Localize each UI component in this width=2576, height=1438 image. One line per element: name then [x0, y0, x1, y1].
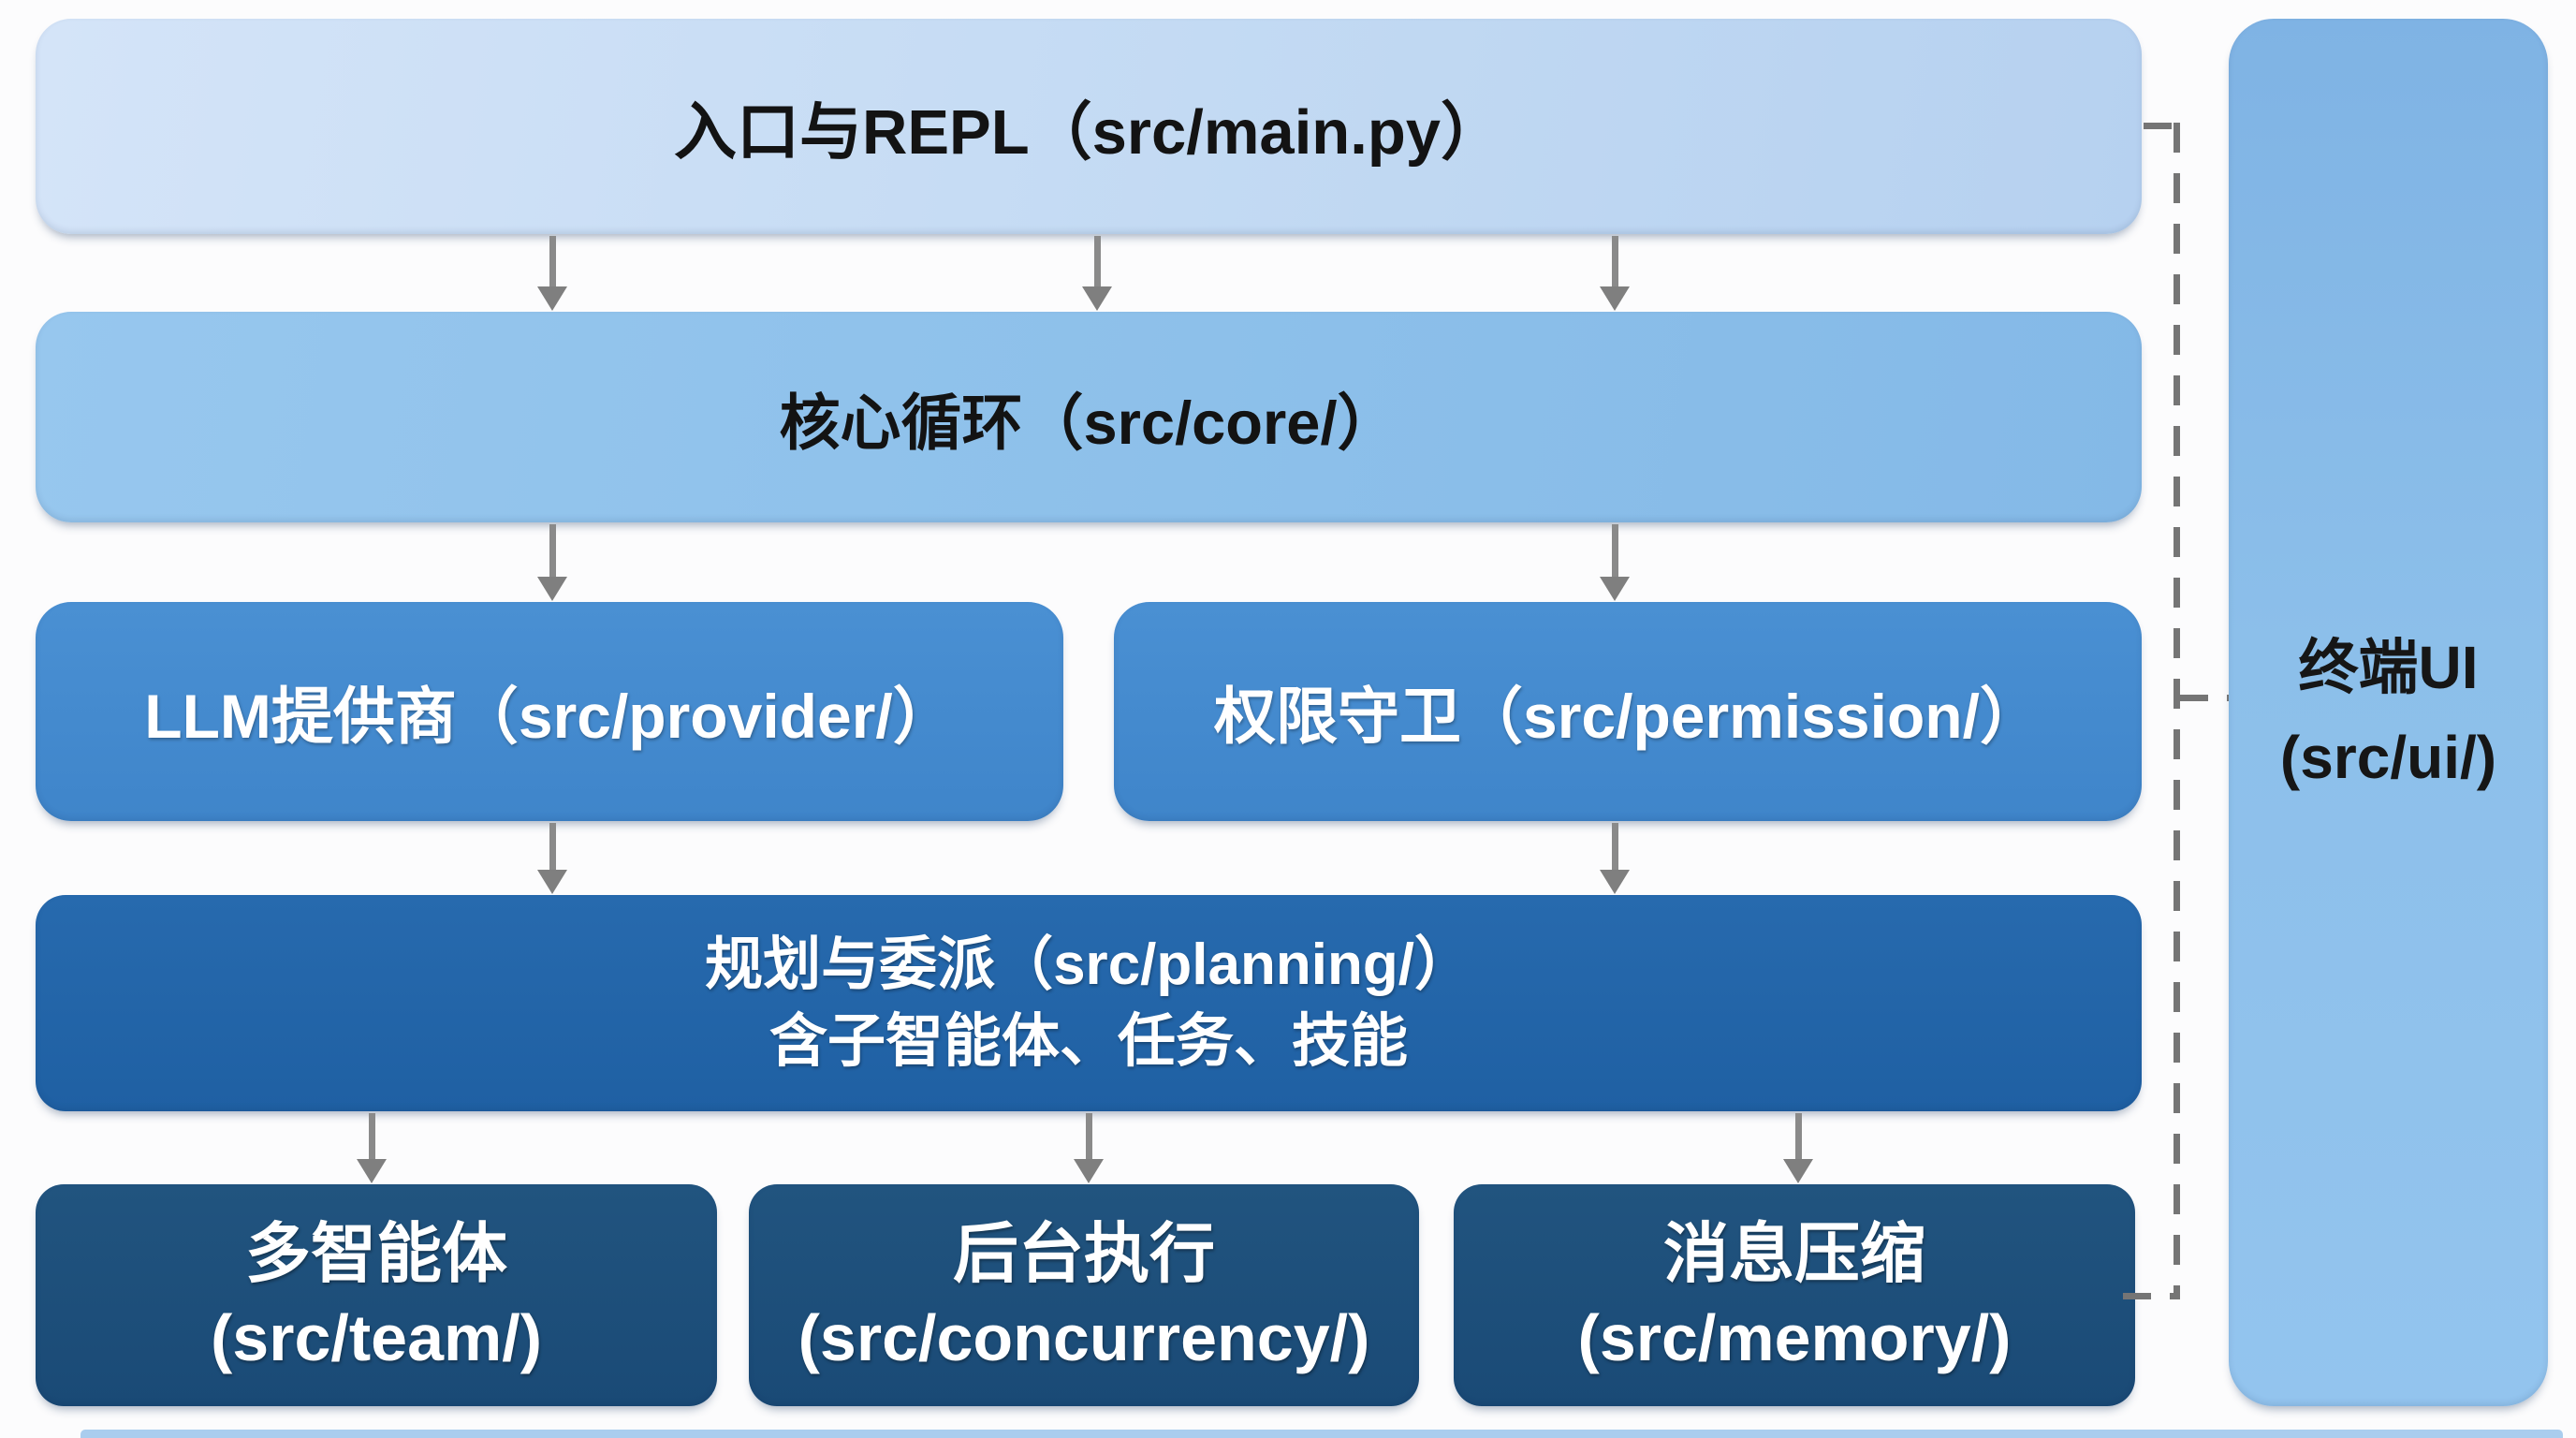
- arrow-down-icon: [357, 1159, 387, 1183]
- node-background-execution-line1: 后台执行: [953, 1216, 1215, 1290]
- arrow-stem: [1611, 524, 1618, 577]
- node-planning-delegation-line2: 含子智能体、任务、技能: [768, 1008, 1408, 1074]
- arrow-down-icon: [1074, 1159, 1104, 1183]
- arrow-stem: [549, 236, 556, 286]
- dashed-connector-terminal-ui-stub: [2180, 695, 2229, 701]
- arrow-down-icon: [1082, 286, 1112, 311]
- arrow-planning-to-team: [357, 1113, 387, 1183]
- arrow-stem: [1611, 823, 1618, 870]
- dashed-connector-memory-stub: [2123, 1293, 2179, 1299]
- node-background-execution: 后台执行 (src/concurrency/): [749, 1184, 1419, 1406]
- node-terminal-ui-line2: (src/ui/): [2279, 724, 2497, 791]
- node-multi-agent-line1: 多智能体: [245, 1216, 507, 1290]
- node-multi-agent-line2: (src/team/): [210, 1300, 543, 1374]
- arrow-stem: [1093, 236, 1101, 286]
- node-message-compression: 消息压缩 (src/memory/): [1454, 1184, 2135, 1406]
- node-llm-provider: LLM提供商（src/provider/）: [36, 602, 1063, 821]
- arrow-core-to-permission: [1600, 524, 1630, 601]
- node-permission-guard-label: 权限守卫（src/permission/）: [1214, 682, 2042, 751]
- arrow-down-icon: [537, 870, 567, 894]
- arrow-planning-to-concurrency: [1074, 1113, 1104, 1183]
- arrow-permission-to-planning: [1600, 823, 1630, 894]
- arrow-stem: [368, 1113, 375, 1159]
- node-multi-agent: 多智能体 (src/team/): [36, 1184, 717, 1406]
- arrow-stem: [549, 823, 556, 870]
- arrow-planning-to-memory: [1783, 1113, 1813, 1183]
- arrow-entry-to-core-left: [537, 236, 567, 311]
- node-entry-repl-label: 入口与REPL（src/main.py）: [673, 96, 1504, 168]
- dashed-connector-vertical: [2174, 123, 2180, 1299]
- arrow-down-icon: [537, 286, 567, 311]
- node-background-execution-line2: (src/concurrency/): [798, 1300, 1370, 1374]
- node-core-loop-label: 核心循环（src/core/）: [779, 388, 1398, 457]
- arrow-down-icon: [1600, 286, 1630, 311]
- arrow-entry-to-core-right: [1600, 236, 1630, 311]
- arrow-down-icon: [1600, 577, 1630, 601]
- dashed-connector-entry-stub: [2144, 123, 2187, 129]
- arrow-stem: [1794, 1113, 1802, 1159]
- node-core-loop: 核心循环（src/core/）: [36, 312, 2142, 522]
- node-permission-guard: 权限守卫（src/permission/）: [1114, 602, 2142, 821]
- node-message-compression-line2: (src/memory/): [1577, 1300, 2012, 1374]
- node-planning-delegation-line1: 规划与委派（src/planning/）: [705, 932, 1472, 997]
- node-llm-provider-label: LLM提供商（src/provider/）: [144, 682, 955, 751]
- node-entry-repl: 入口与REPL（src/main.py）: [36, 19, 2142, 234]
- arrow-down-icon: [1600, 870, 1630, 894]
- arrow-core-to-provider: [537, 524, 567, 601]
- arrow-stem: [549, 524, 556, 577]
- arrow-down-icon: [537, 577, 567, 601]
- arrow-stem: [1611, 236, 1618, 286]
- arrow-down-icon: [1783, 1159, 1813, 1183]
- node-terminal-ui-line1: 终端UI: [2298, 634, 2479, 701]
- cropped-bottom-box-edge: [80, 1430, 2563, 1438]
- node-planning-delegation: 规划与委派（src/planning/） 含子智能体、任务、技能: [36, 895, 2142, 1111]
- arrow-entry-to-core-middle: [1082, 236, 1112, 311]
- node-terminal-ui: 终端UI (src/ui/): [2229, 19, 2548, 1406]
- node-message-compression-line1: 消息压缩: [1663, 1216, 1925, 1290]
- arrow-provider-to-planning: [537, 823, 567, 894]
- arrow-stem: [1085, 1113, 1092, 1159]
